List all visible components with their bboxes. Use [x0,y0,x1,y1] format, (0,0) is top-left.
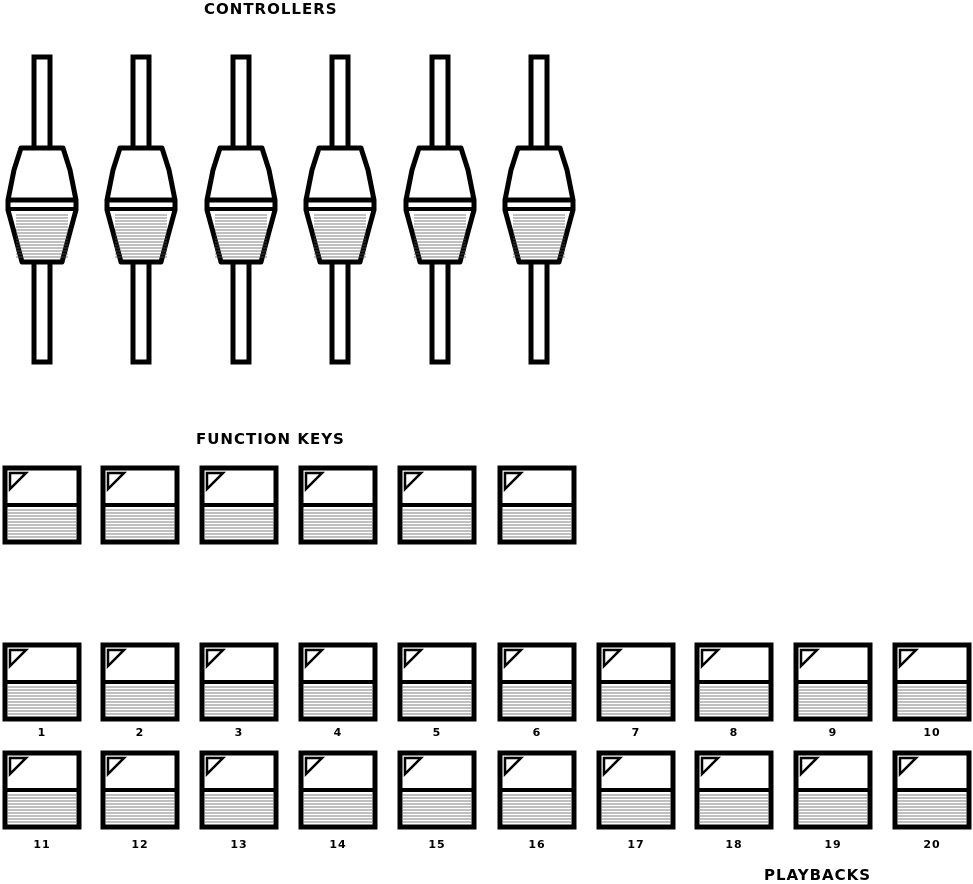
controller-fader-6[interactable] [499,54,579,366]
key-icon [497,465,577,545]
playback-key-6[interactable] [497,642,577,722]
playback-number-label: 5 [432,726,442,739]
key-icon [397,750,477,830]
key-icon [298,750,378,830]
playback-key-11[interactable] [2,750,82,830]
key-icon [892,642,972,722]
playback-number-label: 3 [234,726,244,739]
key-icon [793,642,873,722]
playback-key-12[interactable] [100,750,180,830]
playback-number-label: 1 [37,726,47,739]
playback-number-label: 15 [428,838,446,851]
playback-key-5[interactable] [397,642,477,722]
playback-number-label: 9 [828,726,838,739]
playback-key-4[interactable] [298,642,378,722]
playback-key-10[interactable] [892,642,972,722]
key-icon [694,642,774,722]
playback-number-label: 12 [131,838,149,851]
playback-number-label: 8 [729,726,739,739]
playback-key-20[interactable] [892,750,972,830]
key-icon [892,750,972,830]
key-icon [298,642,378,722]
function-key-1[interactable] [2,465,82,545]
playback-key-7[interactable] [596,642,676,722]
key-icon [497,642,577,722]
controller-fader-4[interactable] [300,54,380,366]
playback-key-13[interactable] [199,750,279,830]
function-key-3[interactable] [199,465,279,545]
playback-number-label: 4 [333,726,343,739]
playback-number-label: 6 [532,726,542,739]
key-icon [100,642,180,722]
playback-key-19[interactable] [793,750,873,830]
controllers-title: CONTROLLERS [204,0,338,18]
fader-icon [502,54,576,365]
playback-key-16[interactable] [497,750,577,830]
fader-icon [403,54,477,365]
function-key-5[interactable] [397,465,477,545]
playback-number-label: 10 [923,726,941,739]
playback-number-label: 16 [528,838,546,851]
function-key-4[interactable] [298,465,378,545]
playback-key-17[interactable] [596,750,676,830]
playback-number-label: 2 [135,726,145,739]
controller-fader-5[interactable] [400,54,480,366]
playback-key-8[interactable] [694,642,774,722]
playback-key-1[interactable] [2,642,82,722]
playback-number-label: 13 [230,838,248,851]
function-keys-title: FUNCTION KEYS [196,430,345,448]
key-icon [2,465,82,545]
playback-key-15[interactable] [397,750,477,830]
key-icon [397,642,477,722]
fader-icon [204,54,278,365]
key-icon [2,642,82,722]
key-icon [793,750,873,830]
key-icon [298,465,378,545]
controller-fader-3[interactable] [201,54,281,366]
key-icon [100,465,180,545]
playback-key-9[interactable] [793,642,873,722]
controller-fader-1[interactable] [2,54,82,366]
key-icon [100,750,180,830]
key-icon [199,642,279,722]
playback-number-label: 18 [725,838,743,851]
function-key-2[interactable] [100,465,180,545]
playback-number-label: 19 [824,838,842,851]
fader-icon [303,54,377,365]
playback-number-label: 20 [923,838,941,851]
playback-number-label: 7 [631,726,641,739]
key-icon [199,465,279,545]
key-icon [397,465,477,545]
playback-key-3[interactable] [199,642,279,722]
controller-fader-2[interactable] [101,54,181,366]
key-icon [199,750,279,830]
key-icon [596,750,676,830]
playback-number-label: 14 [329,838,347,851]
key-icon [497,750,577,830]
key-icon [596,642,676,722]
playback-number-label: 17 [627,838,645,851]
playback-key-18[interactable] [694,750,774,830]
playbacks-title: PLAYBACKS [764,866,872,884]
key-icon [2,750,82,830]
fader-icon [104,54,178,365]
fader-icon [5,54,79,365]
function-key-6[interactable] [497,465,577,545]
playback-key-2[interactable] [100,642,180,722]
playback-key-14[interactable] [298,750,378,830]
playback-number-label: 11 [33,838,51,851]
key-icon [694,750,774,830]
